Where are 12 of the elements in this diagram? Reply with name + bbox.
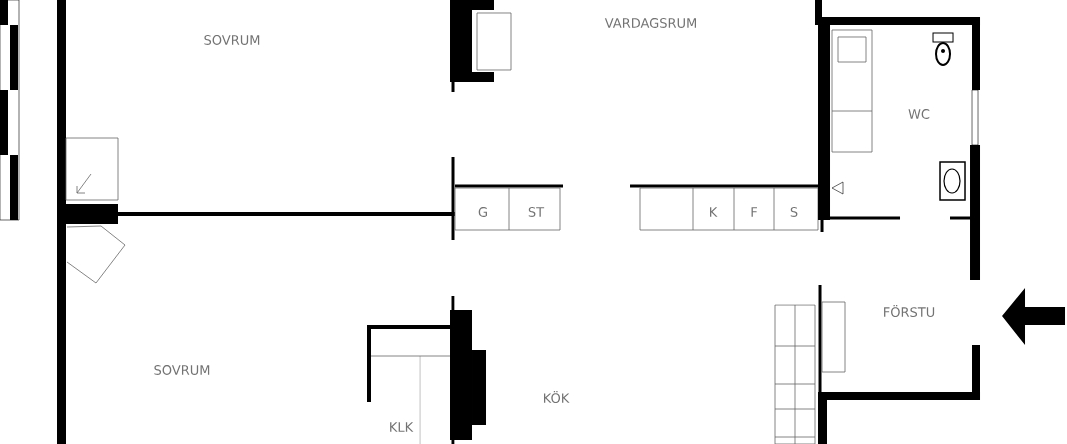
cabinet-label: F: [751, 207, 757, 217]
cabinet-label: ST: [528, 207, 545, 217]
cabinet-label: S: [790, 207, 798, 217]
room-label: FÖRSTU: [884, 304, 935, 318]
room-label: KÖK: [544, 391, 570, 404]
cabinet-label: G: [478, 207, 487, 217]
room-label: WC: [908, 109, 930, 119]
room-label: SOVRUM: [154, 365, 210, 375]
cabinet-label: K: [710, 207, 718, 217]
room-label: KLK: [390, 422, 414, 432]
room-label: VARDAGSRUM: [604, 18, 696, 28]
room-label: SOVRUM: [204, 35, 260, 45]
